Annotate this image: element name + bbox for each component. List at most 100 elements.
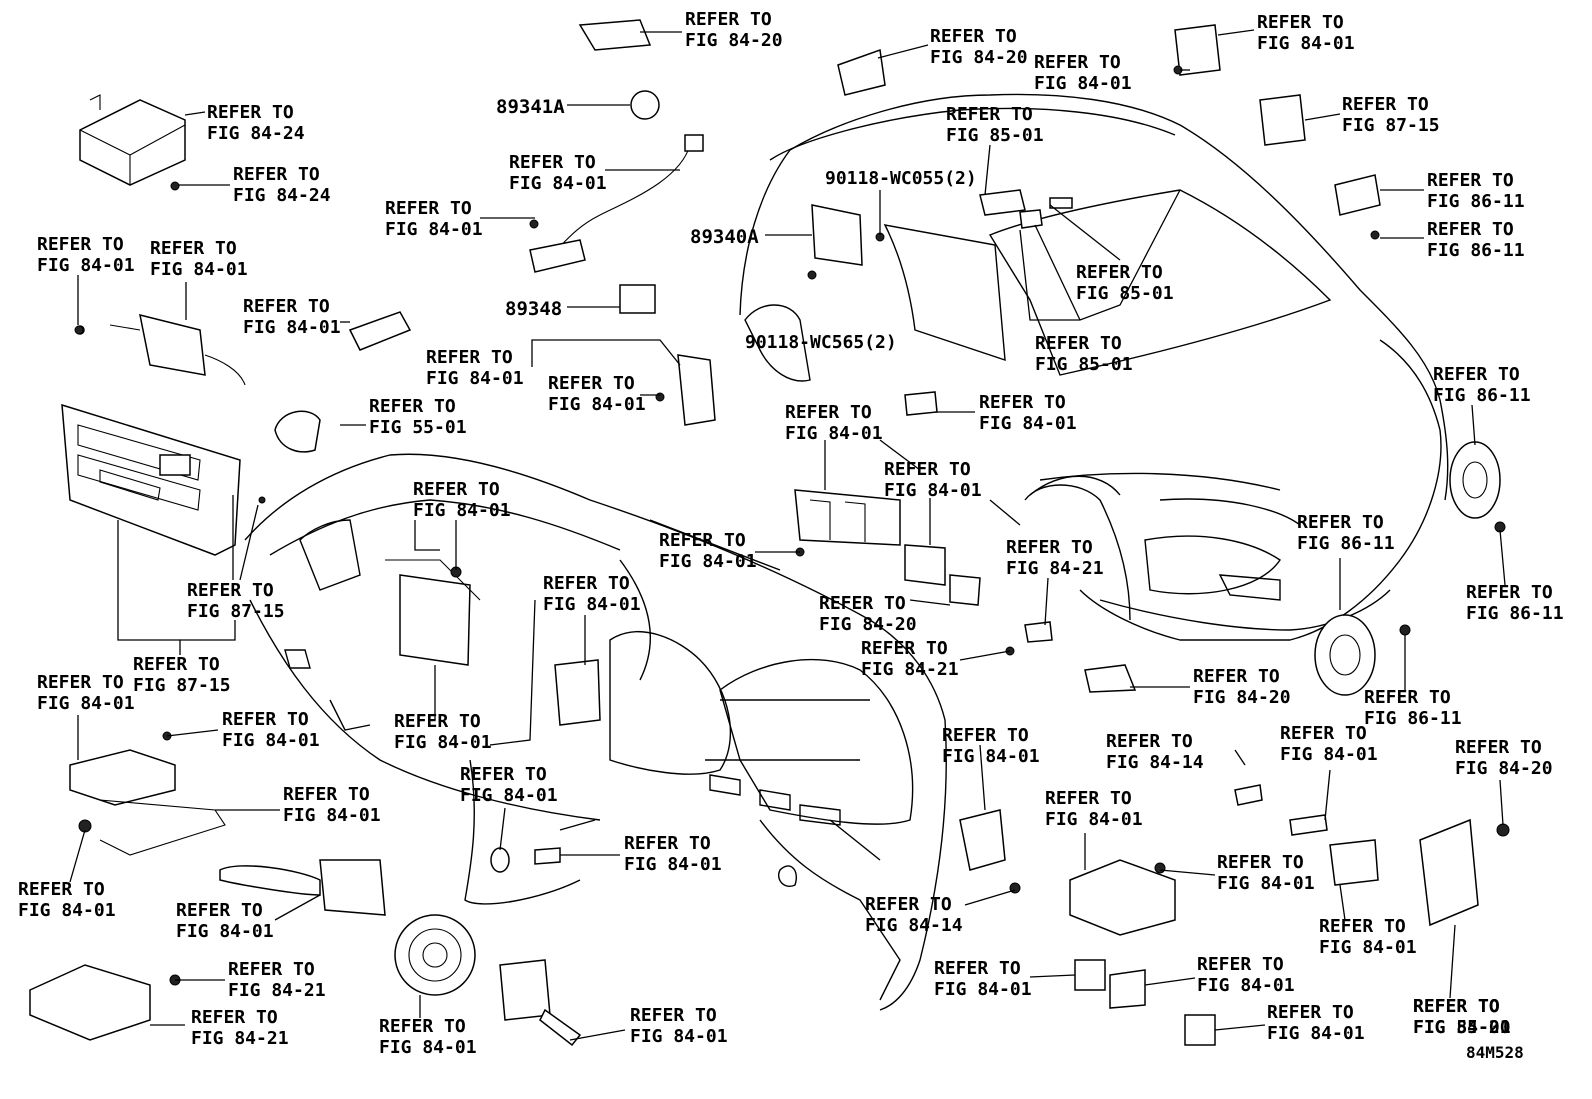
sensor-top-right-part [1174,24,1221,76]
refer-to-label: REFER TO [1197,954,1284,975]
refer-to-label: REFER TO [1035,333,1122,354]
figure-reference: FIG 84-21 [228,980,326,1001]
part-number-89340A: 89340A [690,226,759,248]
figure-reference: FIG 84-01 [543,594,641,615]
figure-reference: FIG 84-01 [176,921,274,942]
refer-to-label: REFER TO [243,296,330,317]
figure-reference: FIG 84-24 [207,123,305,144]
refer-to-label: REFER TO [1106,731,1193,752]
figure-reference: FIG 84-24 [233,185,331,206]
refer-to-label: REFER TO [1433,364,1520,385]
figure-reference: FIG 84-01 [379,1037,477,1058]
figure-reference: FIG 84-01 [413,500,511,521]
refer-to-label: REFER TO [394,711,481,732]
refer-to-label: REFER TO [233,164,320,185]
figure-reference: FIG 84-20 [1413,1017,1511,1038]
buzzer-part [1069,859,1176,936]
spiral-cable-part [394,914,476,996]
figure-reference: FIG 84-01 [630,1026,728,1047]
refer-to-label: REFER TO [930,26,1017,47]
ecu-bracket-part [79,94,186,186]
figure-reference: FIG 84-01 [385,219,483,240]
stop-switch-part [1329,839,1379,886]
refer-to-label: REFER TO [283,784,370,805]
sensor-89341A-part [630,90,660,120]
refer-to-label: REFER TO [1045,788,1132,809]
refer-to-label: REFER TO [884,459,971,480]
refer-to-label: REFER TO [1034,52,1121,73]
refer-to-label: REFER TO [385,198,472,219]
figure-reference: FIG 84-01 [1217,873,1315,894]
refer-to-label: REFER TO [1427,219,1514,240]
control-panel-part [61,403,241,556]
figure-reference: FIG 84-01 [1319,937,1417,958]
switch-55-01-part [1184,1014,1216,1046]
switch-pair-part [1074,959,1106,991]
figure-reference: FIG 84-01 [222,730,320,751]
figure-reference: FIG 84-01 [283,805,381,826]
switch-84-01-right-part [904,391,938,416]
figure-reference: FIG 84-20 [685,30,783,51]
figure-reference: FIG 84-01 [1045,809,1143,830]
refer-to-label: REFER TO [1076,262,1163,283]
sensor-89348-part [619,284,656,314]
sensor-part [274,410,321,453]
refer-to-label: REFER TO [460,764,547,785]
refer-to-label: REFER TO [1267,1002,1354,1023]
part-number-labels: 89341A 89340A 89348 90118-WC055(2) 90118… [496,96,1524,1062]
figure-reference: FIG 55-01 [369,417,467,438]
refer-to-label: REFER TO [1006,537,1093,558]
figure-reference: FIG 84-21 [861,659,959,680]
vehicle-outline [739,93,1449,641]
refer-to-label: REFER TO [37,234,124,255]
figure-reference: FIG 84-01 [1034,73,1132,94]
bulb-part [490,847,510,873]
horn-upper-part [1449,441,1501,519]
refer-to-label: REFER TO [934,958,1021,979]
refer-to-label: REFER TO [942,725,1029,746]
figure-reference: FIG 84-01 [1257,33,1355,54]
ecu-right-part [1419,818,1479,927]
refer-to-label: REFER TO [1297,512,1384,533]
figure-reference: FIG 86-11 [1427,191,1525,212]
brake-switch-part [1234,784,1263,806]
figure-reference: FIG 84-01 [659,551,757,572]
refer-to-label: REFER TO [228,959,315,980]
refer-to-label: REFER TO [150,238,237,259]
refer-to-label: REFER TO [630,1005,717,1026]
figure-reference: FIG 84-01 [394,732,492,753]
bracket-84-20-part [837,48,886,96]
figure-reference: FIG 84-01 [37,255,135,276]
airbag-sensor-part [29,964,151,1041]
figure-reference: FIG 84-01 [1197,975,1295,996]
figure-reference: FIG 84-01 [37,693,135,714]
sensor-84-21-part [1024,621,1053,643]
figure-reference: FIG 87-15 [133,675,231,696]
